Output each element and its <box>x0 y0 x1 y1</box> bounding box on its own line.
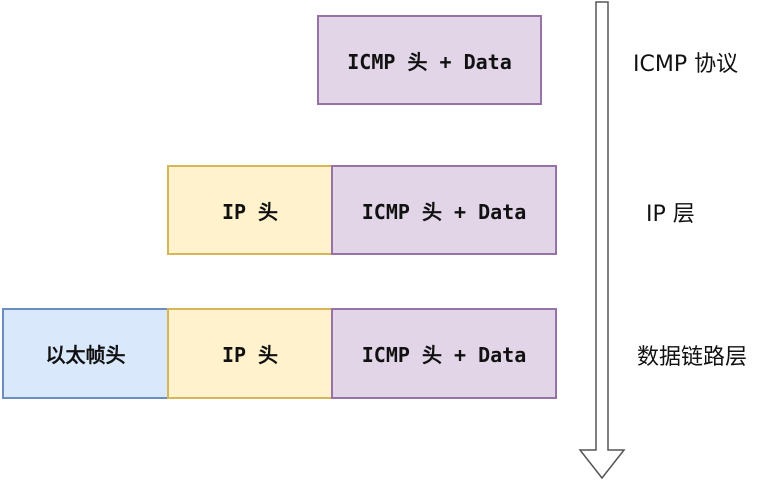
icmp-block-layer2: ICMP 头 + Data <box>331 165 557 255</box>
layer-label-datalink: 数据链路层 <box>637 345 748 370</box>
icmp-block-layer1: ICMP 头 + Data <box>317 15 542 105</box>
layer-label-icmp: ICMP 协议 <box>633 52 739 77</box>
icmp-block-layer3: ICMP 头 + Data <box>331 308 557 399</box>
down-arrow-shape <box>578 1 626 480</box>
layer-label-ip: IP 层 <box>646 202 695 227</box>
ethernet-header-block-layer3: 以太帧头 <box>2 308 169 399</box>
